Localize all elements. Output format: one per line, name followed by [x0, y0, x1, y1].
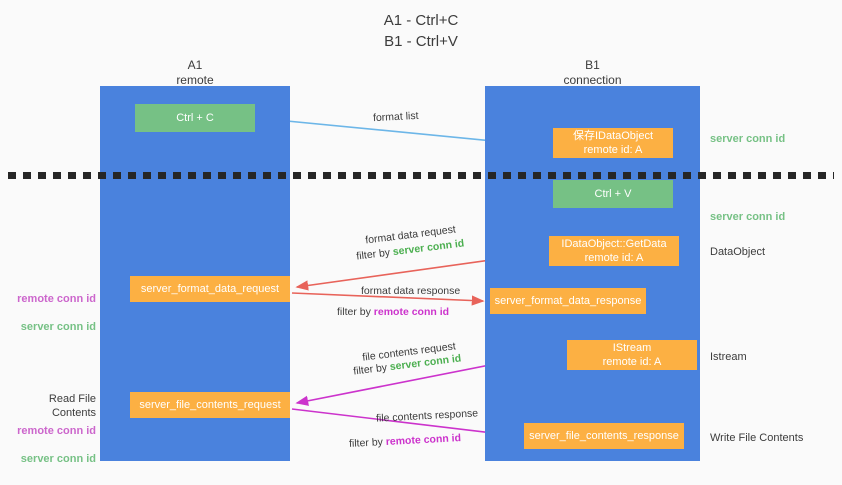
- note-conn-ids-format: remote conn id server conn id: [8, 278, 96, 348]
- filter-key-remote-conn-id: remote conn id: [385, 432, 462, 448]
- node-ctrl-c[interactable]: Ctrl + C: [135, 104, 255, 132]
- node-server-format-data-request[interactable]: server_format_data_request: [130, 276, 290, 302]
- note-server-conn-id-2: server conn id: [20, 453, 96, 465]
- node-save-idataobject[interactable]: 保存IDataObject remote id: A: [553, 128, 673, 158]
- node-server-file-contents-request[interactable]: server_file_contents_request: [130, 392, 290, 418]
- note-istream: Istream: [710, 351, 747, 363]
- edge-label-format-data-response-filter: filter by remote conn id: [337, 305, 449, 319]
- note-remote-conn-id-1: remote conn id: [17, 293, 96, 305]
- filter-prefix: filter by: [337, 306, 374, 318]
- node-idataobject-getdata[interactable]: IDataObject::GetData remote id: A: [549, 236, 679, 266]
- note-dataobject: DataObject: [710, 246, 766, 258]
- column-header-b1: B1 connection: [563, 58, 622, 87]
- note-read-file-contents: Read File Contents: [48, 393, 96, 419]
- note-server-conn-id-top: server conn id: [710, 133, 786, 145]
- node-server-format-data-response[interactable]: server_format_data_response: [490, 288, 646, 314]
- filter-prefix: filter by: [355, 246, 394, 263]
- edge-label-file-contents-response-filter: filter by remote conn id: [349, 431, 462, 451]
- edge-label-format-list: format list: [372, 109, 419, 125]
- node-ctrl-v[interactable]: Ctrl + V: [553, 180, 673, 208]
- column-header-a1: A1 remote: [176, 58, 214, 87]
- note-server-conn-id-second: server conn id: [710, 211, 786, 223]
- node-istream[interactable]: IStream remote id: A: [567, 340, 697, 370]
- note-conn-ids-file: remote conn id server conn id: [8, 410, 96, 480]
- filter-key-remote-conn-id: remote conn id: [373, 306, 450, 318]
- note-write-file-contents: Write File Contents: [710, 432, 804, 444]
- filter-prefix: filter by: [348, 436, 387, 450]
- edge-label-file-contents-response: file contents response: [375, 407, 479, 425]
- edge-label-format-data-response: format data response: [361, 285, 461, 297]
- node-server-file-contents-response[interactable]: server_file_contents_response: [524, 423, 684, 449]
- note-remote-conn-id-2: remote conn id: [17, 425, 96, 437]
- filter-prefix: filter by: [352, 361, 391, 378]
- note-server-conn-id-1: server conn id: [20, 321, 96, 333]
- dashed-separator-line: [8, 172, 834, 179]
- page-title: A1 - Ctrl+C B1 - Ctrl+V: [383, 12, 459, 50]
